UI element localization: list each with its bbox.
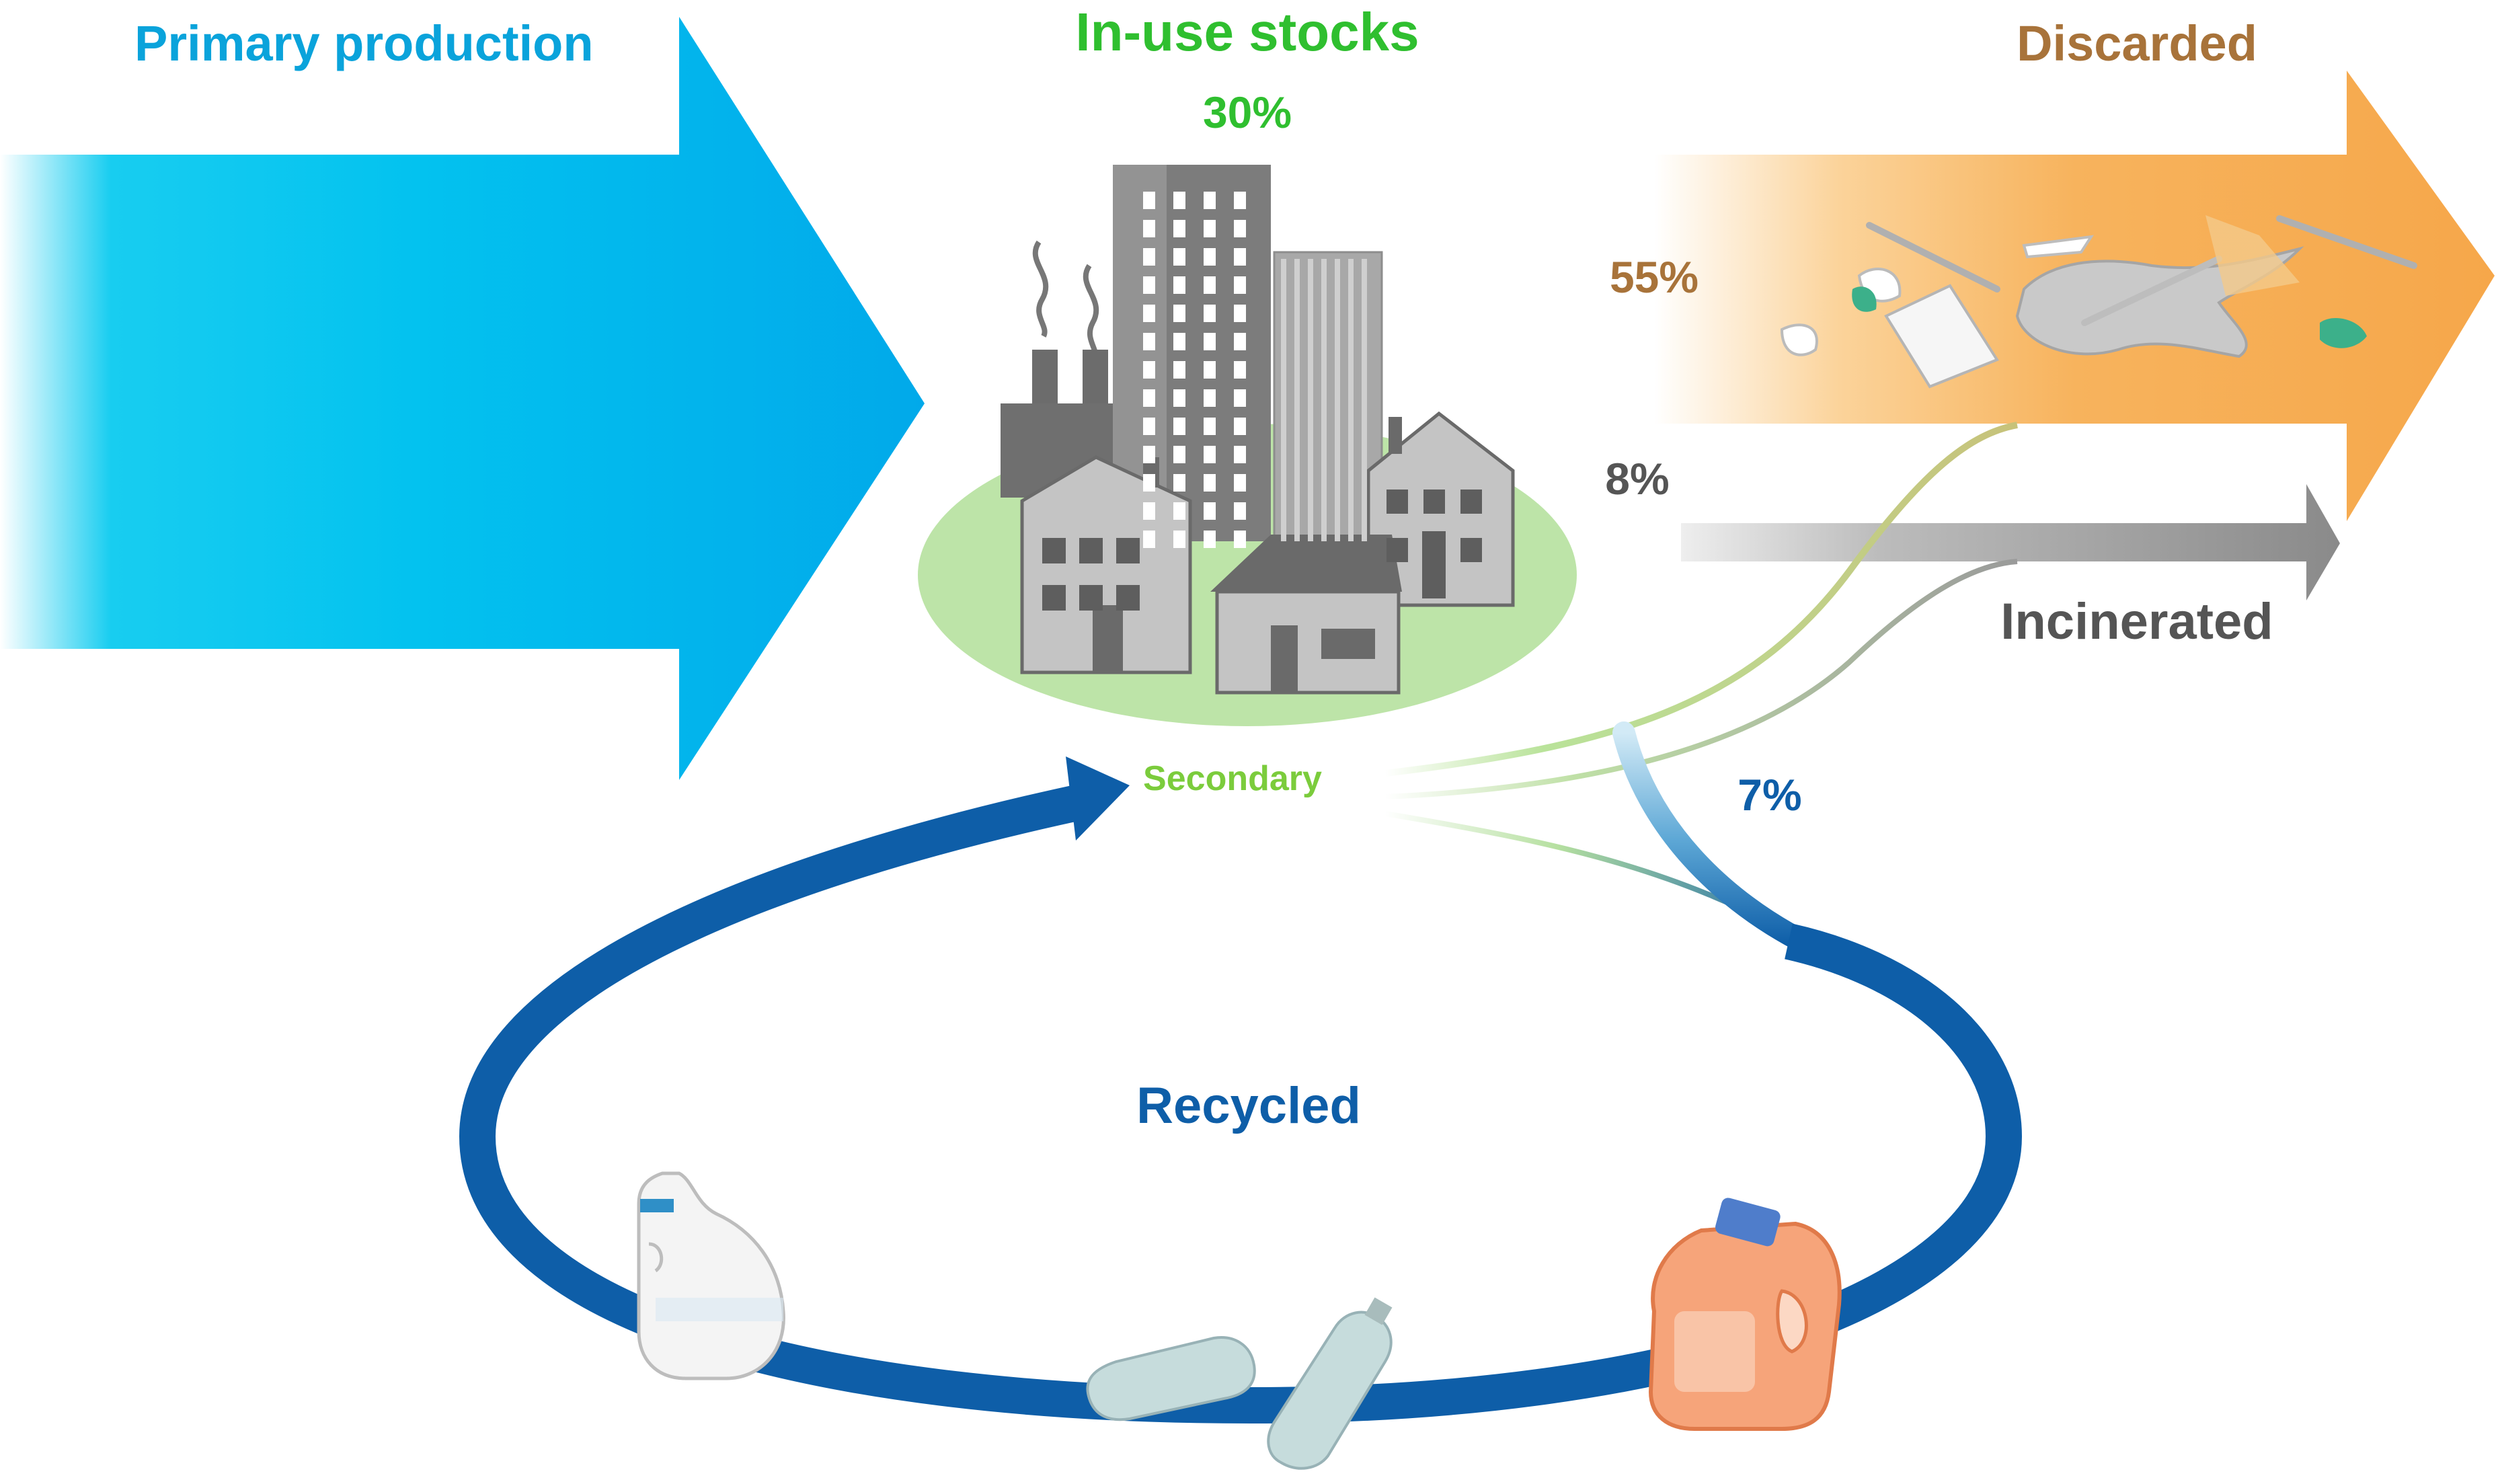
building-window <box>1204 389 1216 407</box>
building-window <box>1204 418 1216 435</box>
building-window <box>1308 259 1313 541</box>
building-window <box>1143 389 1155 407</box>
building-window <box>1143 361 1155 379</box>
building-window <box>1079 538 1103 563</box>
building-window <box>1204 220 1216 237</box>
recycled-label: Recycled <box>1136 1077 1361 1134</box>
in-use-stocks-percent: 30% <box>1203 87 1292 137</box>
building-window <box>1173 474 1185 492</box>
building-window <box>1422 531 1446 598</box>
primary-production-arrow <box>0 17 925 780</box>
building-window <box>1234 389 1246 407</box>
building-window <box>1234 192 1246 209</box>
building-window <box>1143 502 1155 520</box>
building-window <box>1204 333 1216 350</box>
building-window <box>1143 333 1155 350</box>
recycled-loop <box>459 756 2023 1424</box>
building-window <box>1173 220 1185 237</box>
building-window <box>1234 220 1246 237</box>
building-window <box>1204 531 1216 548</box>
building-window <box>1204 305 1216 322</box>
building-window <box>1204 446 1216 463</box>
building-window <box>1234 248 1246 266</box>
building-window <box>1143 305 1155 322</box>
building-window <box>1079 585 1103 611</box>
building-window <box>1116 538 1140 563</box>
building-window <box>1173 389 1185 407</box>
building-window <box>1281 259 1286 541</box>
building-window <box>1234 276 1246 294</box>
building-window <box>1234 361 1246 379</box>
building-window <box>1042 538 1066 563</box>
building-window <box>1173 361 1185 379</box>
building-window <box>1386 538 1408 562</box>
building-window <box>1204 276 1216 294</box>
building-window <box>1173 333 1185 350</box>
discarded-label: Discarded <box>2017 15 2257 71</box>
building-window <box>1173 446 1185 463</box>
plastic-litter-icon <box>1780 215 2417 389</box>
detergent-bottle-icon <box>1648 1198 1842 1431</box>
building-window <box>1234 474 1246 492</box>
milk-jug-icon <box>637 1171 785 1380</box>
building-window <box>1321 259 1327 541</box>
building-window <box>1234 333 1246 350</box>
building-window <box>1173 305 1185 322</box>
building-window <box>1143 276 1155 294</box>
building-window <box>1143 220 1155 237</box>
building-window <box>1173 192 1185 209</box>
building-window <box>1143 418 1155 435</box>
building-window <box>1234 531 1246 548</box>
secondary-label: Secondary <box>1143 759 1322 798</box>
building-window <box>1173 418 1185 435</box>
incinerated-percent: 8% <box>1605 454 1669 504</box>
building-window <box>1234 502 1246 520</box>
building-window <box>1173 531 1185 548</box>
building-window <box>1234 305 1246 322</box>
building-window <box>1173 248 1185 266</box>
building-window <box>1335 259 1340 541</box>
building-window <box>1042 585 1066 611</box>
branch-flows <box>1384 422 2018 956</box>
building-window <box>1362 259 1367 541</box>
building-window <box>1173 502 1185 520</box>
building-window <box>1348 259 1354 541</box>
recycled-percent: 7% <box>1737 770 1801 820</box>
building-window <box>1386 490 1408 514</box>
building-window <box>1423 490 1445 514</box>
building-window <box>1234 446 1246 463</box>
incinerated-arrow <box>1681 484 2340 600</box>
primary-production-label: Primary production <box>134 15 594 71</box>
building-window <box>1143 474 1155 492</box>
building-window <box>1116 585 1140 611</box>
building-window <box>1143 192 1155 209</box>
building-window <box>1294 259 1300 541</box>
in-use-stocks-label: In-use stocks <box>1075 2 1419 62</box>
building-window <box>1143 531 1155 548</box>
building-window <box>1143 248 1155 266</box>
building-window <box>1460 538 1482 562</box>
building-window <box>1460 490 1482 514</box>
city-buildings-icon <box>918 165 1577 726</box>
building-window <box>1204 192 1216 209</box>
building-window <box>1204 502 1216 520</box>
incinerated-label: Incinerated <box>2000 593 2273 650</box>
building-window <box>1204 474 1216 492</box>
building-window <box>1204 248 1216 266</box>
building-window <box>1234 418 1246 435</box>
building-window <box>1173 276 1185 294</box>
plastic-bottles-icon <box>1086 1297 1393 1470</box>
discarded-percent: 55% <box>1610 252 1698 302</box>
building-window <box>1204 361 1216 379</box>
building-window <box>1143 446 1155 463</box>
